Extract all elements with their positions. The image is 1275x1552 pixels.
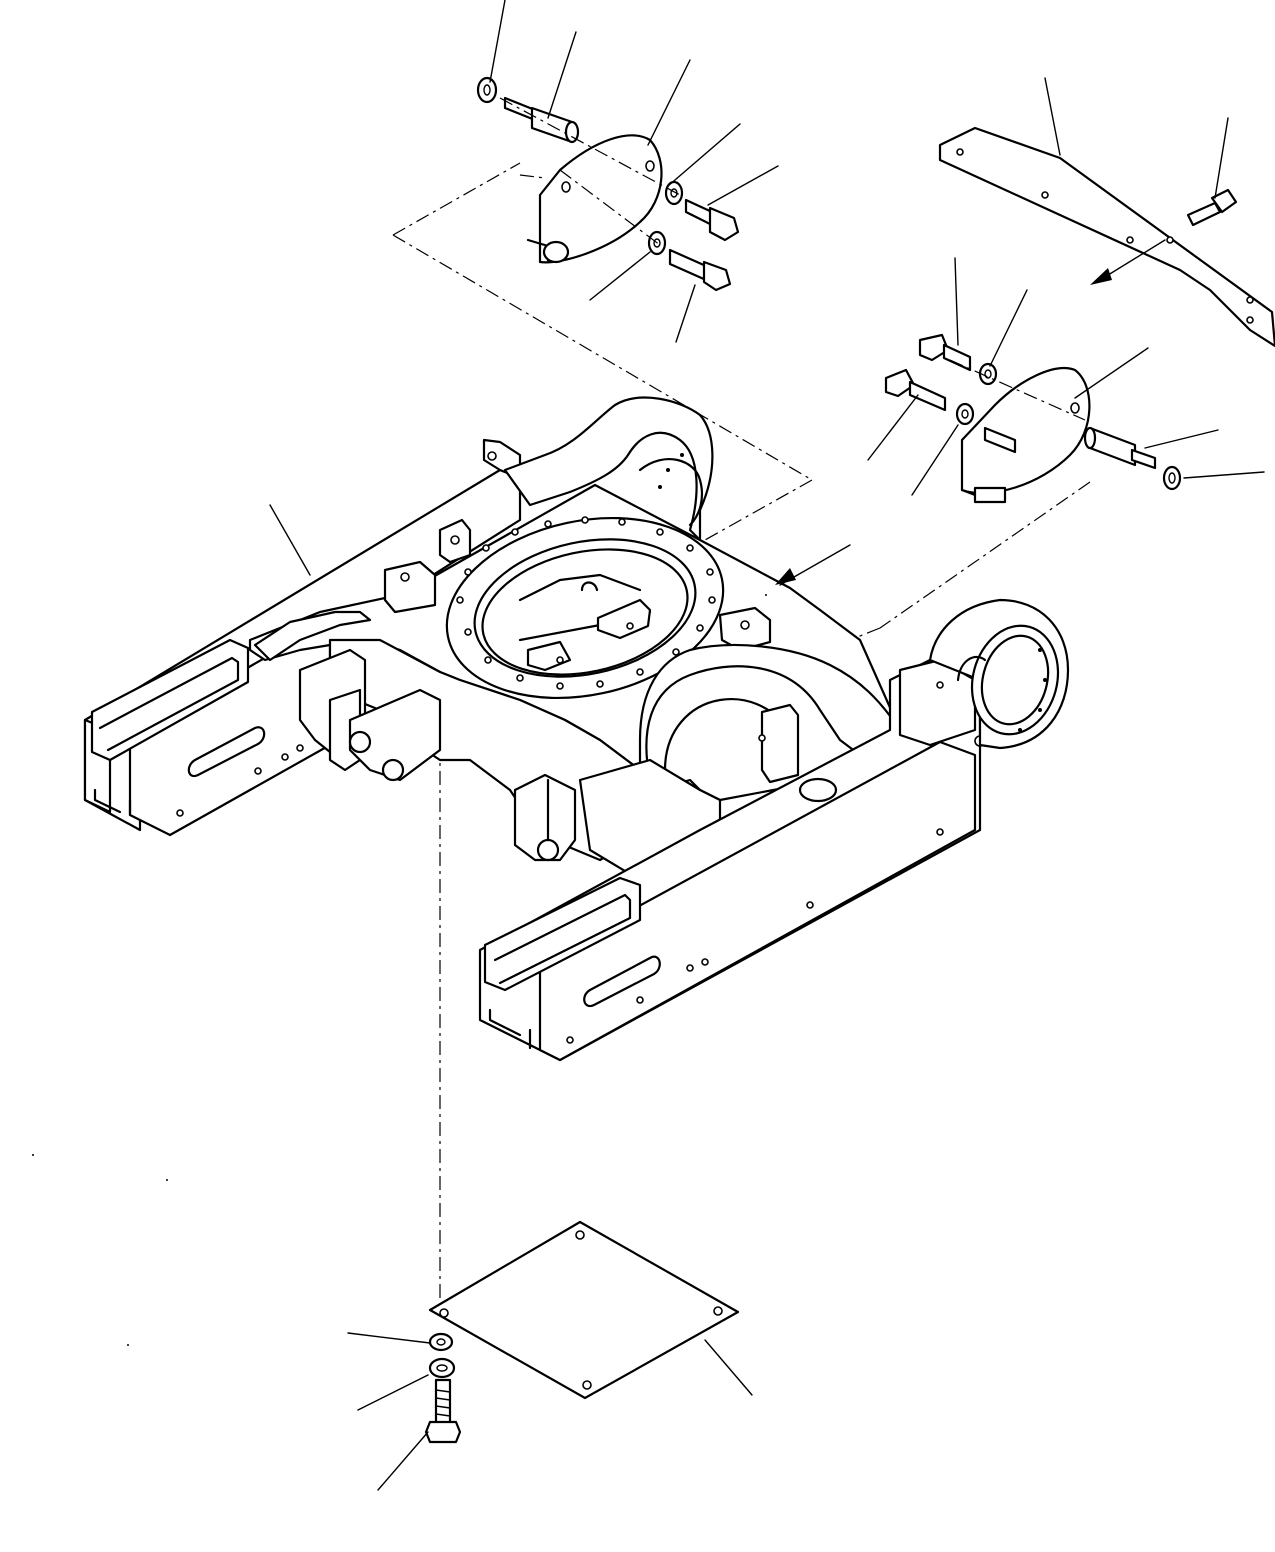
arch-right: [638, 643, 907, 782]
mount-bracket-left: [538, 134, 663, 264]
right-bracket-assembly: [884, 333, 1182, 504]
idler-housing-right: [928, 598, 1070, 750]
callout-leaders: [269, 0, 1265, 1491]
arch-upper-left: [503, 396, 714, 542]
washer-right-end: [1162, 465, 1182, 491]
under-cover-plate: [428, 1220, 740, 1400]
swing-circle-bolt-holes: [456, 516, 716, 690]
left-bracket-assembly: [476, 76, 740, 292]
bolt-right-lower: [884, 368, 947, 412]
under-cover-assembly: [424, 1220, 740, 1444]
swing-circle-mount: [445, 516, 725, 700]
lock-washer: [428, 1332, 454, 1352]
spacer-pin-right: [1083, 426, 1157, 470]
deck-lugs: [253, 518, 772, 662]
flange-bolt-plate: [1186, 188, 1238, 227]
access-hole: [798, 777, 838, 803]
washer-right-lower: [955, 402, 975, 426]
right-side-frame: [478, 658, 986, 1062]
assembly-direction-arrow: [1090, 239, 1166, 285]
washer-left-upper: [664, 180, 684, 206]
mount-bracket-right: [960, 367, 1091, 495]
blade-mount-lugs: [298, 648, 577, 862]
washer-top-left: [476, 76, 498, 104]
spacer-pin-left: [503, 96, 580, 144]
cover-plate-top-right: [938, 126, 1275, 348]
cover-bolt: [424, 1378, 462, 1444]
bolt-right-upper: [918, 333, 972, 372]
flat-washer: [428, 1357, 456, 1379]
scan-specks: [32, 594, 767, 1346]
assembly-guide-lines: [392, 162, 1091, 1310]
bolt-left-upper: [684, 198, 740, 242]
track-frame: [83, 396, 1070, 1062]
bolt-left-lower: [668, 248, 732, 292]
